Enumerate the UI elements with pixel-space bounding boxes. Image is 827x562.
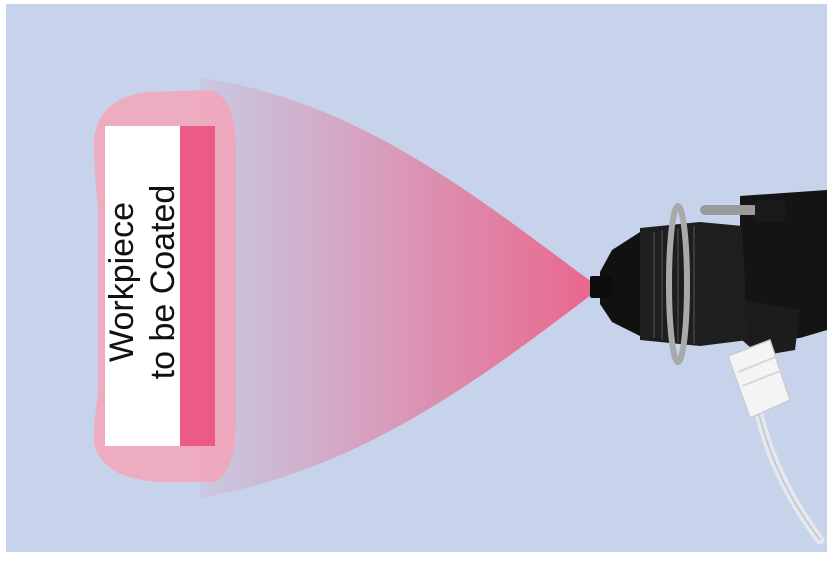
- coating-layer: [180, 126, 215, 446]
- nozzle-tip: [590, 276, 612, 298]
- needle-housing: [755, 200, 785, 222]
- needle-rod: [700, 205, 760, 215]
